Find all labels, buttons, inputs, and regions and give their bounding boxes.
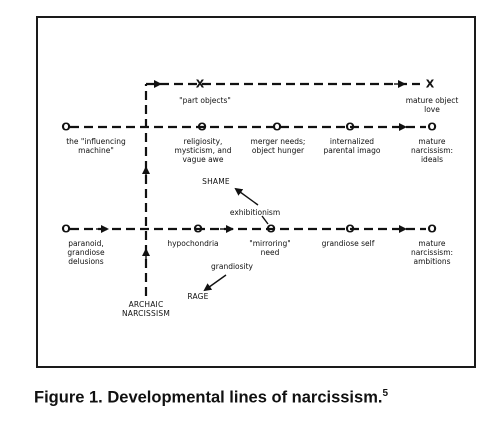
row2-marker-1: O [61,222,71,236]
archaic-narcissism-text: ARCHAIC NARCISSISM [122,300,170,318]
mature-ambitions-text: mature narcissism: ambitions [410,239,454,266]
mature-ambitions-label: mature narcissism: ambitions [411,239,453,266]
mirroring-text: "mirroring" need [249,239,291,257]
grandiose-self-text: grandiose self [321,239,375,248]
row2-marker-4: O [345,222,355,236]
row2-marker-3: O [266,222,276,236]
row1-marker-1: O [61,120,71,134]
row1-marker-2: O [197,120,207,134]
rage-arrow [203,274,227,292]
paranoid-label: paranoid, grandiose delusions [67,239,104,266]
merger-needs-label: merger needs; object hunger [251,137,306,155]
mature-object-love-marker: X [425,77,435,91]
mature-ideals-text: mature narcissism: ideals [410,137,454,164]
grandiosity-label: grandiosity [211,262,253,271]
influencing-machine-text: the "influencing machine" [66,137,126,155]
diagram-frame [36,16,476,368]
paranoid-text: paranoid, grandiose delusions [67,239,105,266]
parental-imago-text: internalized parental imago [323,137,381,155]
mature-ideals-label: mature narcissism: ideals [411,137,453,164]
hypochondria-label: hypochondria [167,239,218,248]
religiosity-label: religiosity, mysticism, and vague awe [175,137,232,164]
mirroring-label: "mirroring" need [249,239,290,257]
grandiose-self-label: grandiose self [322,239,375,248]
row1-marker-3: O [272,120,282,134]
row1-marker-5: O [427,120,437,134]
merger-needs-text: merger needs; object hunger [250,137,306,155]
caption-text: Figure 1. Developmental lines of narciss… [34,388,383,407]
influencing-machine-label: the "influencing machine" [66,137,126,155]
mature-object-love-label: mature object love [406,96,459,114]
parental-imago-label: internalized parental imago [324,137,381,155]
religiosity-text: religiosity, mysticism, and vague awe [174,137,232,164]
shame-arrow [234,187,259,206]
caption-superscript: 5 [382,388,389,399]
part-objects-label: "part objects" [179,96,231,105]
row2-marker-5: O [427,222,437,236]
part-objects-marker: X [195,77,205,91]
exhibitionism-label: exhibitionism [229,208,281,217]
mature-object-love-text: mature object love [405,96,459,114]
hypochondria-text: hypochondria [167,239,219,248]
row1-marker-4: O [345,120,355,134]
figure-caption: Figure 1. Developmental lines of narciss… [34,388,388,408]
rage-label: RAGE [187,292,209,301]
archaic-narcissism-label: ARCHAIC NARCISSISM [122,300,170,318]
row2-marker-2: O [193,222,203,236]
shame-label: SHAME [202,177,230,186]
